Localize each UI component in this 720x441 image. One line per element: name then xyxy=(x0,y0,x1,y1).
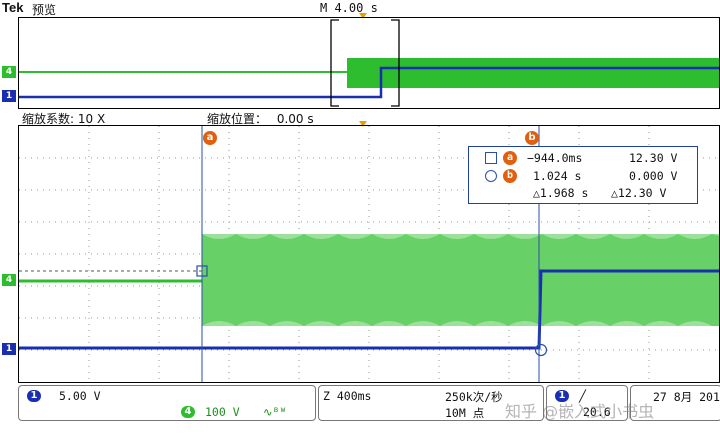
zoom-center-icon xyxy=(359,121,367,127)
ch4-scale: 100 V xyxy=(205,405,240,419)
zoom-time-scale: Z 400ms xyxy=(323,389,372,403)
date: 27 8月 201 xyxy=(653,390,720,404)
acquisition-mode: 预览 xyxy=(32,3,57,17)
cursor-a-marker[interactable]: a xyxy=(203,131,217,145)
ch4-overview-marker[interactable]: 4 xyxy=(2,66,16,78)
vertical-scale-panel[interactable]: 1 5.00 V 4 100 V ∿ᴮᵂ xyxy=(18,385,316,421)
zoom-position: 缩放位置： 0.00 s xyxy=(207,110,314,127)
cursor-b-time: 1.024 s xyxy=(533,169,582,183)
ch1-scale: 5.00 V xyxy=(59,389,101,403)
brand-logo: Tek xyxy=(2,0,24,15)
datetime-panel: 27 8月 201 xyxy=(630,385,720,421)
cursor-b-volt: 0.000 V xyxy=(629,169,678,183)
cursor-readout: a −944.0ms 12.30 V b 1.024 s 0.000 V △1.… xyxy=(468,146,698,204)
zoom-waveform[interactable] xyxy=(18,125,720,383)
cursor-b-circle-icon xyxy=(485,170,497,182)
horizontal-panel[interactable]: Z 400ms 250k次/秒 10M 点 xyxy=(318,385,544,421)
cursor-a-time: −944.0ms xyxy=(527,151,583,165)
cursor-a-volt: 12.30 V xyxy=(629,151,678,165)
overview-svg xyxy=(19,19,719,107)
zoom-position-label: 缩放位置： xyxy=(207,112,268,126)
trigger-level: 20.6 xyxy=(583,405,611,419)
trigger-panel[interactable]: 1 ╱ 20.6 xyxy=(546,385,628,421)
zoom-svg xyxy=(19,126,719,382)
trigger-slope-icon: ╱ xyxy=(579,389,586,403)
zoom-position-value: 0.00 s xyxy=(276,112,314,126)
time-per-division: M 4.00 s xyxy=(320,1,378,15)
status-bar: 1 5.00 V 4 100 V ∿ᴮᵂ Z 400ms 250k次/秒 10M… xyxy=(0,383,720,441)
sample-rate: 250k次/秒 xyxy=(445,390,503,404)
cursor-a-square-icon xyxy=(485,152,497,164)
cursor-delta-time: △1.968 s xyxy=(533,186,589,200)
ch1-overview-marker[interactable]: 1 xyxy=(2,90,16,102)
watermark: 知乎 @嵌入式小书虫 xyxy=(505,402,655,421)
ch1-zoom-marker[interactable]: 1 xyxy=(2,343,16,355)
zoom-factor: 缩放系数: 10 X xyxy=(22,112,106,126)
cursor-b-badge: b xyxy=(503,169,517,183)
overview-waveform[interactable] xyxy=(18,17,720,109)
cursor-a-badge: a xyxy=(503,151,517,165)
cursor-b-marker[interactable]: b xyxy=(525,131,539,145)
ch4-zoom-marker[interactable]: 4 xyxy=(2,274,16,286)
cursor-delta-volt: △12.30 V xyxy=(611,186,667,200)
record-length: 10M 点 xyxy=(445,406,485,420)
trigger-position-icon xyxy=(359,13,367,19)
ch4-badge: 4 xyxy=(181,406,195,418)
ch1-badge: 1 xyxy=(27,390,41,402)
trigger-source-badge: 1 xyxy=(555,390,569,402)
ch4-coupling-icon: ∿ᴮᵂ xyxy=(263,405,287,419)
